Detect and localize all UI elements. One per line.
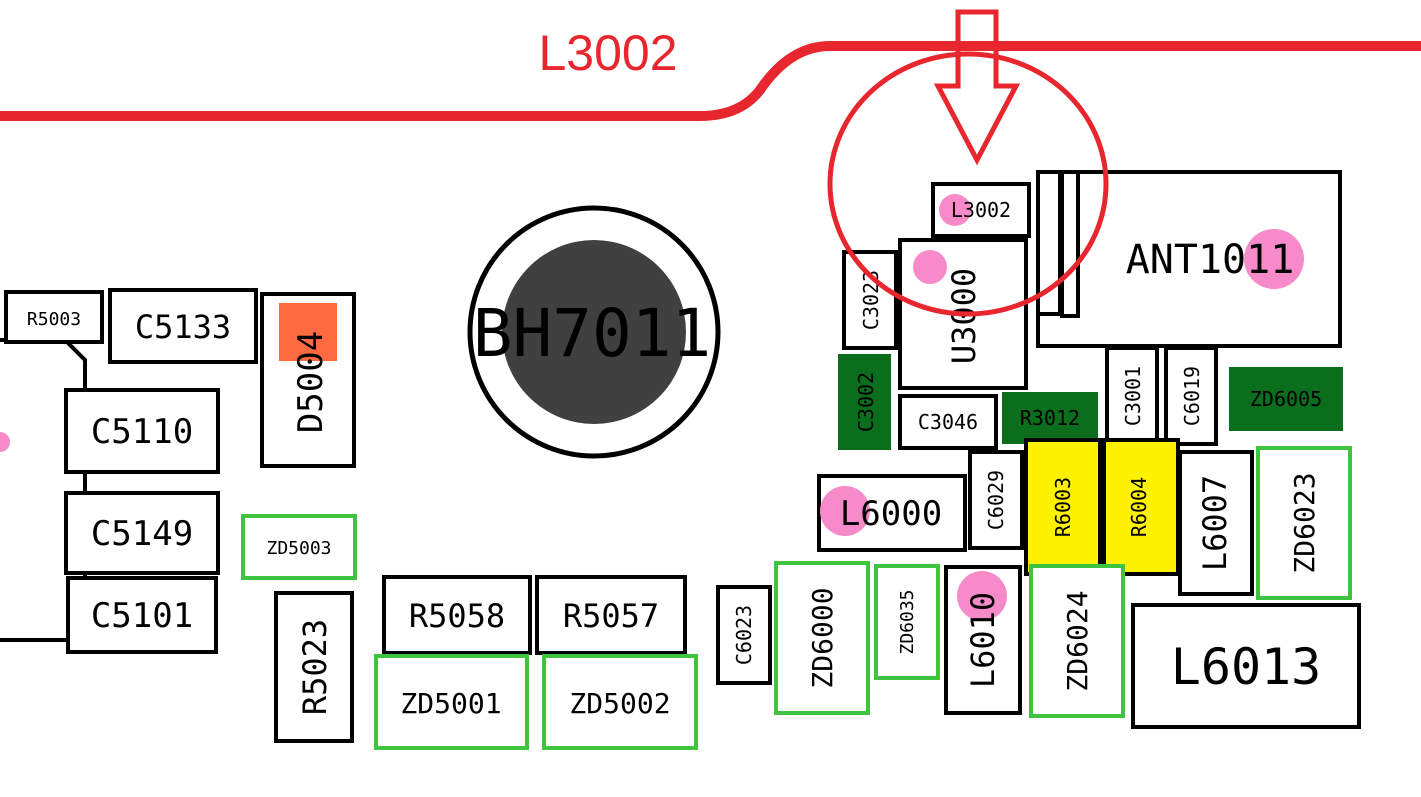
component-c3046[interactable]: C3046	[898, 394, 998, 450]
svg-text:ZD6024: ZD6024	[1061, 590, 1094, 691]
svg-text:R6003: R6003	[1051, 477, 1075, 537]
component-zd5002[interactable]: ZD5002	[542, 654, 698, 750]
svg-text:C6023: C6023	[732, 605, 756, 665]
component-l6000[interactable]: L6000	[817, 474, 967, 552]
svg-text:R5058: R5058	[409, 597, 505, 635]
component-zd6023[interactable]: ZD6023	[1256, 446, 1352, 600]
svg-text:C3046: C3046	[918, 410, 978, 434]
svg-text:R5057: R5057	[563, 597, 659, 635]
component-c5149[interactable]: C5149	[64, 491, 220, 575]
svg-text:ANT1011: ANT1011	[1126, 237, 1295, 283]
component-zd5003[interactable]: ZD5003	[241, 514, 357, 580]
svg-text:ZD5001: ZD5001	[400, 687, 501, 720]
component-d5004[interactable]: D5004	[260, 292, 356, 468]
svg-text:R3012: R3012	[1020, 406, 1080, 430]
svg-text:L6010: L6010	[964, 592, 1002, 688]
pad-left-edge	[0, 432, 10, 452]
svg-text:L6013: L6013	[1171, 638, 1322, 696]
annotation-label: L3002	[538, 25, 677, 81]
svg-text:BH7011: BH7011	[473, 295, 711, 372]
component-zd6005[interactable]: ZD6005	[1229, 367, 1343, 431]
l3002-highlight-trace	[0, 41, 1421, 121]
component-c3001[interactable]: C3001	[1105, 346, 1159, 446]
svg-text:C3002: C3002	[854, 372, 878, 432]
component-l6010[interactable]: L6010	[944, 565, 1022, 715]
component-l3002[interactable]: L3002	[931, 182, 1031, 238]
component-zd6024[interactable]: ZD6024	[1029, 564, 1125, 718]
component-r5058[interactable]: R5058	[382, 575, 532, 655]
d5004-pad	[279, 303, 337, 361]
svg-text:R5003: R5003	[27, 309, 81, 330]
svg-text:ZD6023: ZD6023	[1288, 472, 1321, 573]
component-c5133[interactable]: C5133	[108, 288, 258, 364]
component-c3023[interactable]: C3023	[842, 250, 898, 350]
component-l6007[interactable]: L6007	[1178, 450, 1254, 596]
component-c5110[interactable]: C5110	[64, 388, 220, 474]
component-zd5001[interactable]: ZD5001	[374, 654, 529, 750]
component-c6023[interactable]: C6023	[716, 585, 772, 685]
svg-text:L3002: L3002	[951, 198, 1011, 222]
component-bh7011[interactable]: BH7011	[467, 205, 721, 459]
component-r3012[interactable]: R3012	[1002, 392, 1098, 444]
svg-text:R5023: R5023	[296, 619, 334, 715]
ant1011-side-pad	[1036, 170, 1062, 316]
svg-text:L6007: L6007	[1196, 475, 1234, 571]
svg-text:C5133: C5133	[135, 308, 231, 346]
svg-text:C5110: C5110	[91, 412, 193, 452]
svg-text:ZD6000: ZD6000	[806, 587, 839, 688]
svg-text:ZD6005: ZD6005	[1250, 387, 1322, 411]
component-c5101[interactable]: C5101	[66, 576, 218, 654]
component-r6003[interactable]: R6003	[1024, 438, 1102, 576]
svg-text:C6019: C6019	[1180, 366, 1204, 426]
highlight-circle	[827, 51, 1109, 317]
component-c3002[interactable]: C3002	[838, 354, 891, 450]
component-ant1011[interactable]: ANT1011	[1036, 170, 1342, 348]
component-r5057[interactable]: R5057	[535, 575, 687, 655]
component-r5003[interactable]: R5003	[4, 290, 104, 344]
svg-text:C5149: C5149	[91, 514, 193, 554]
component-l6013[interactable]: L6013	[1131, 603, 1361, 729]
component-c6019[interactable]: C6019	[1164, 346, 1218, 446]
component-r6004[interactable]: R6004	[1102, 438, 1180, 576]
svg-text:L6000: L6000	[840, 494, 942, 534]
highlight-arrow	[933, 9, 1021, 166]
component-zd6035[interactable]: ZD6035	[874, 564, 940, 680]
svg-text:C5101: C5101	[91, 596, 193, 636]
svg-text:ZD5003: ZD5003	[266, 538, 331, 559]
component-c6029[interactable]: C6029	[968, 450, 1024, 550]
svg-text:R6004: R6004	[1127, 477, 1151, 537]
component-zd6000[interactable]: ZD6000	[774, 561, 870, 715]
svg-text:C3023: C3023	[859, 270, 883, 330]
svg-text:C3001: C3001	[1121, 366, 1145, 426]
svg-text:C6029: C6029	[984, 470, 1008, 530]
svg-text:ZD6035: ZD6035	[897, 589, 918, 654]
svg-text:ZD5002: ZD5002	[569, 687, 670, 720]
component-r5023[interactable]: R5023	[274, 591, 354, 743]
svg-text:D5004: D5004	[291, 331, 331, 433]
